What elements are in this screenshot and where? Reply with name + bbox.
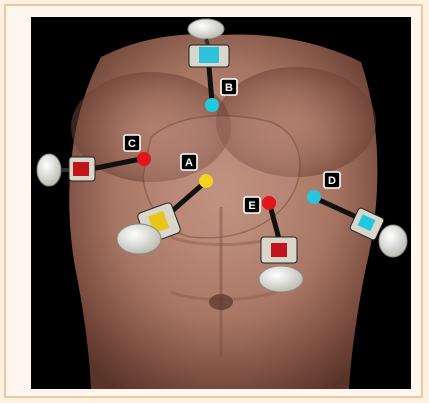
port-d-marker xyxy=(307,190,321,204)
navel xyxy=(209,294,233,310)
port-e-marker xyxy=(262,196,276,210)
port-c-marker xyxy=(137,152,151,166)
port-c-label-text: C xyxy=(128,138,136,150)
port-b-label: B xyxy=(221,79,237,95)
port-a-label: A xyxy=(181,154,197,170)
torso-illustration: B C A xyxy=(31,17,411,389)
port-a-marker xyxy=(199,174,213,188)
port-c-label: C xyxy=(124,135,140,151)
port-d-label-text: D xyxy=(328,175,336,187)
port-e-label-text: E xyxy=(248,200,255,212)
surgical-port-illustration: B C A xyxy=(31,17,411,389)
port-a-label-text: A xyxy=(185,157,193,169)
port-d-label: D xyxy=(324,172,340,188)
port-b-label-text: B xyxy=(225,82,233,94)
port-b-marker xyxy=(205,98,219,112)
port-e-label: E xyxy=(244,197,260,213)
